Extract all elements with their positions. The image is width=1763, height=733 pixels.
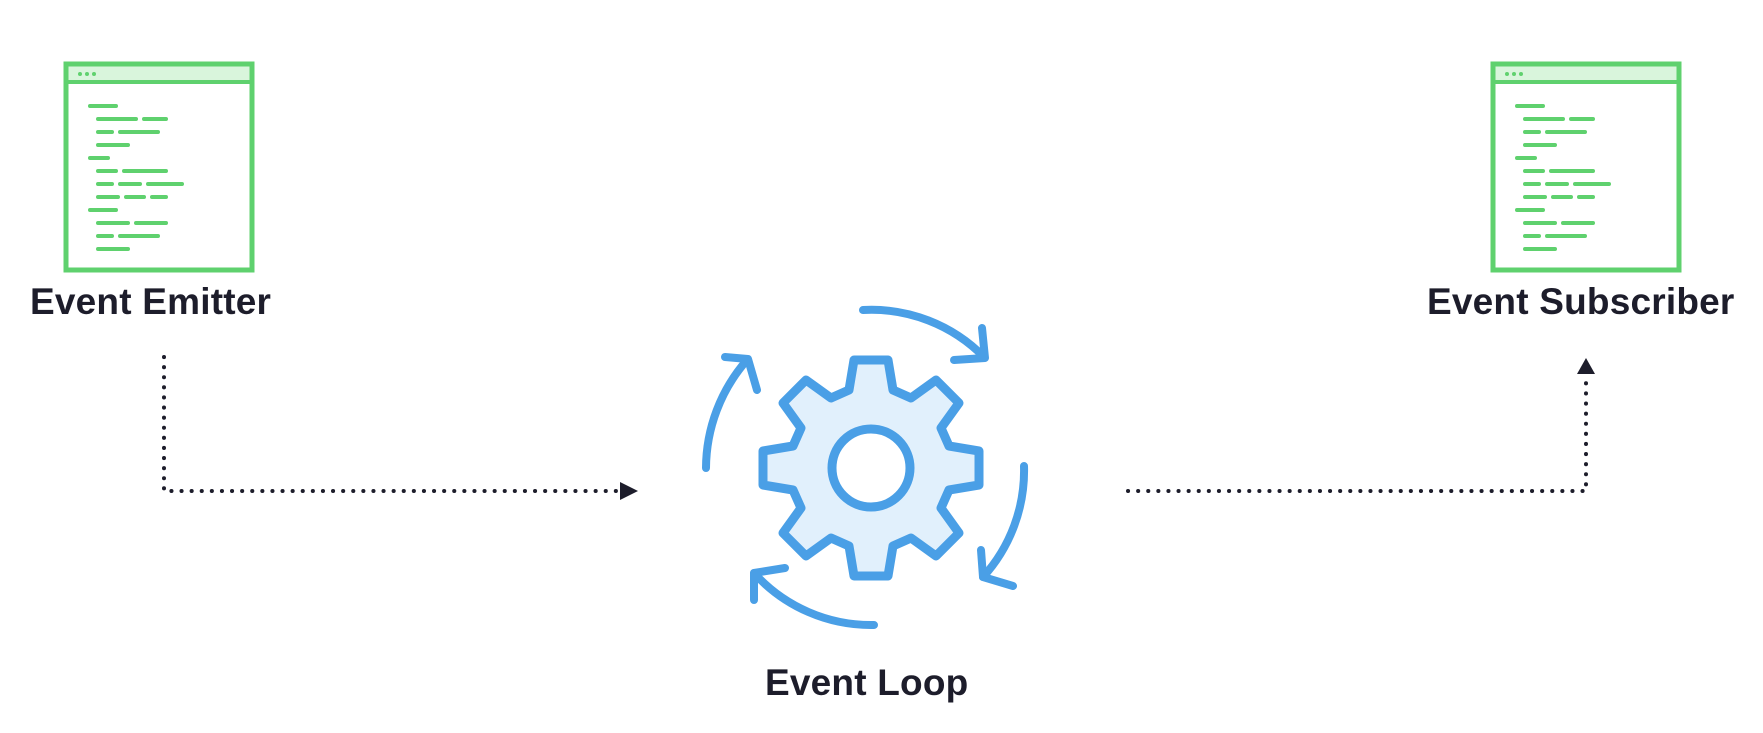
arrow-emitter-to-loop [162,355,638,500]
subscriber-code-window-icon [1490,61,1682,273]
arrowhead-icon [1577,358,1595,374]
cycle-arrows-icon [702,305,1029,630]
arrowhead-icon [620,482,638,500]
gear-hub [827,424,915,512]
event-loop-gear-icon [702,305,1029,630]
event-loop-label: Event Loop [765,662,969,703]
emitter-code-window-icon [63,61,255,273]
arrow-loop-to-subscriber [1126,358,1595,493]
event-emitter-label: Event Emitter [30,281,272,322]
event-subscriber-label: Event Subscriber [1427,281,1735,322]
